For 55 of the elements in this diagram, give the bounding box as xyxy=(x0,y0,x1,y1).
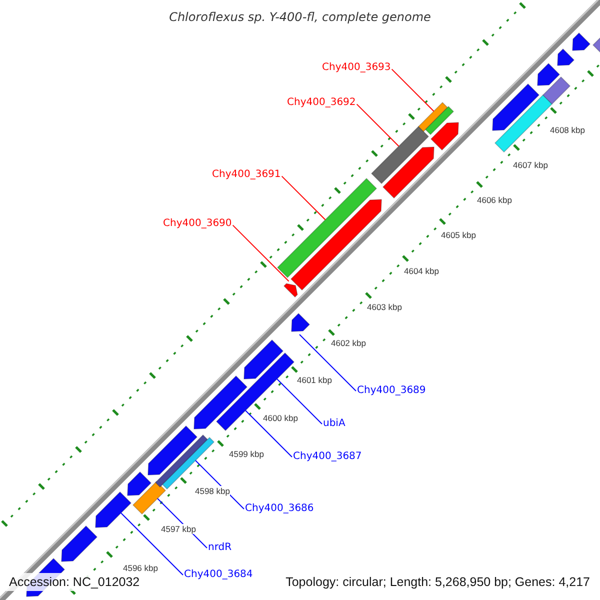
category-bar xyxy=(424,106,454,136)
gene-block xyxy=(244,339,284,380)
gene-label: Chy400_3689 xyxy=(357,385,426,397)
leader-line xyxy=(299,334,356,392)
gene-block xyxy=(557,48,575,66)
gene-label: Chy400_3691 xyxy=(212,169,281,181)
gene-block xyxy=(148,425,198,476)
gene-block xyxy=(537,62,560,86)
gene-label: Chy400_3690 xyxy=(163,218,232,230)
gene-block xyxy=(95,491,132,528)
gene-block xyxy=(290,199,382,291)
category-bar xyxy=(132,480,166,515)
category-bar xyxy=(154,434,208,488)
leader-line xyxy=(276,378,322,424)
tick-label: 4604 kbp xyxy=(404,266,439,276)
leader-line xyxy=(232,224,290,282)
tick-label: 4599 kbp xyxy=(229,449,264,459)
gene-label: Chy400_3684 xyxy=(184,569,253,581)
tick-label: 4602 kbp xyxy=(331,338,366,348)
leader-line xyxy=(281,176,326,220)
tick-label: 4606 kbp xyxy=(477,195,512,205)
leader-line xyxy=(120,512,184,576)
tick-label: 4601 kbp xyxy=(297,375,332,385)
title: Chloroflexus sp. Y-400-fl, complete genome xyxy=(168,10,432,24)
gene-block xyxy=(127,471,152,496)
gene-label: ubiA xyxy=(323,418,346,430)
gene-block xyxy=(430,122,459,151)
gene-block xyxy=(61,525,98,562)
gene-label: Chy400_3693 xyxy=(322,62,391,74)
tick-label: 4603 kbp xyxy=(367,302,402,312)
tick-label: 4596 kbp xyxy=(123,563,158,573)
tick-label: 4597 kbp xyxy=(161,524,196,534)
category-bar xyxy=(370,126,430,184)
gene-label: Chy400_3692 xyxy=(287,97,356,109)
tick-label: 4608 kbp xyxy=(550,125,585,135)
gene-label: Chy400_3686 xyxy=(245,503,314,515)
gene-block xyxy=(194,375,248,430)
gene-block xyxy=(283,283,298,298)
leader-line xyxy=(356,104,400,147)
gene-block xyxy=(492,83,540,131)
category-bar xyxy=(276,178,378,278)
tick-label: 4600 kbp xyxy=(263,413,298,423)
category-bar xyxy=(418,102,448,132)
gene-label: Chy400_3687 xyxy=(293,451,362,463)
gene-label: nrdR xyxy=(208,542,232,554)
leader-line xyxy=(391,68,434,112)
gene-block xyxy=(382,146,434,199)
gene-block xyxy=(572,32,591,51)
tick-label: 4607 kbp xyxy=(513,160,548,170)
category-bar xyxy=(542,76,571,105)
gene-block xyxy=(291,312,310,332)
category-bar xyxy=(162,436,215,490)
leader-line xyxy=(245,410,292,458)
tick-label: 4598 kbp xyxy=(195,486,230,496)
tick-label: 4605 kbp xyxy=(441,230,476,240)
